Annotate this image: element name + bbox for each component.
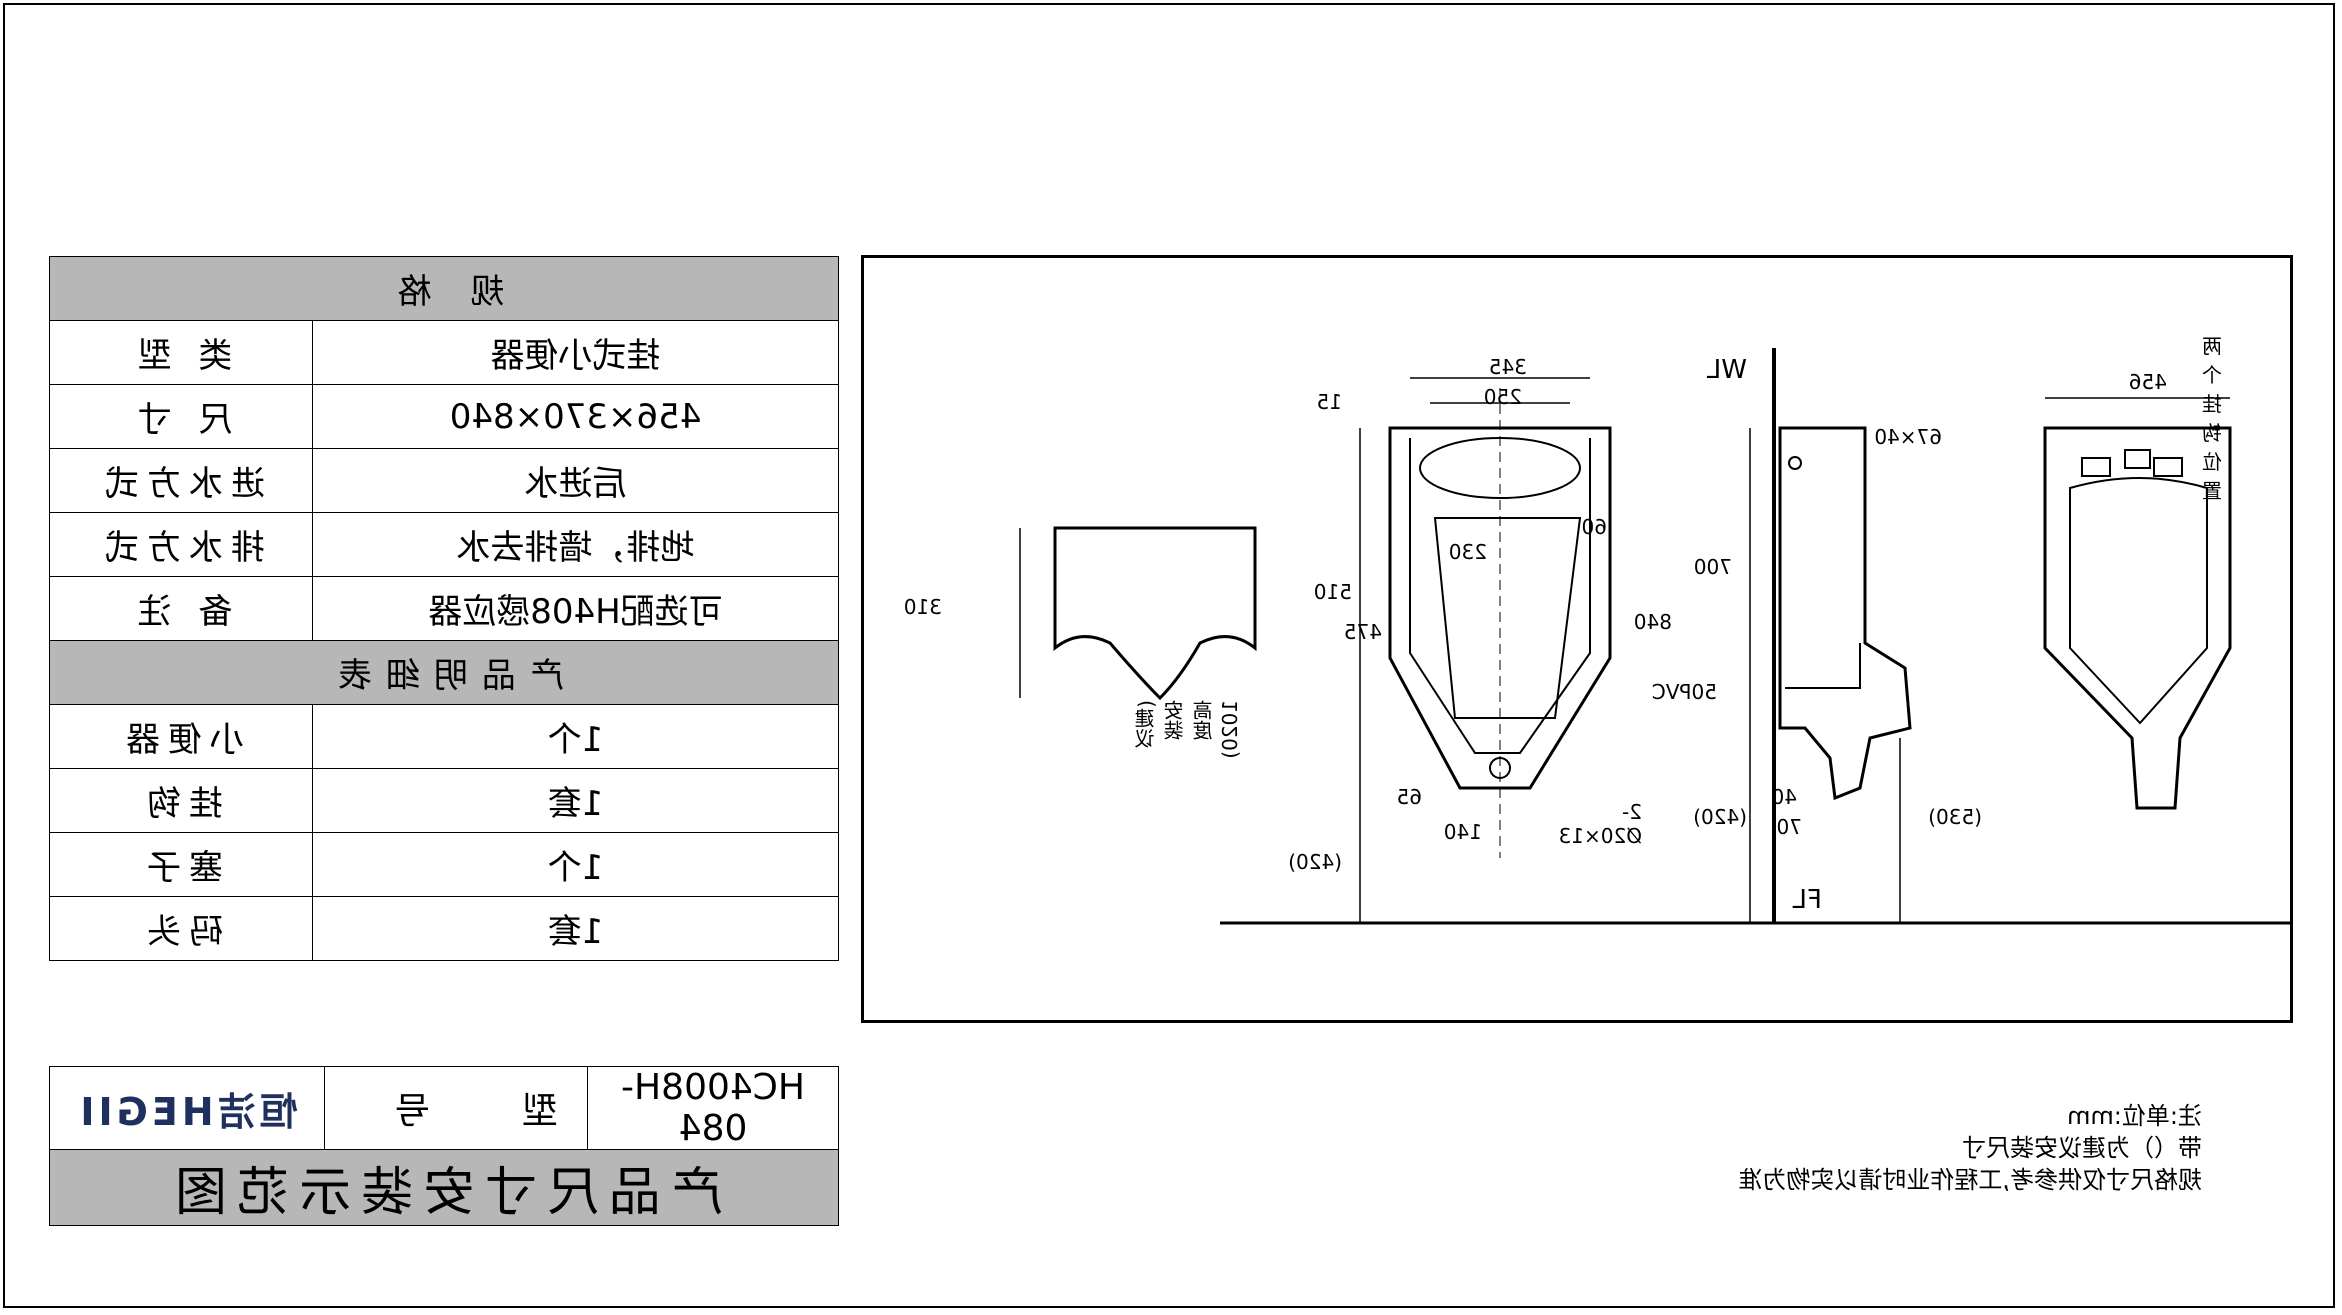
spec-label: 排水方式 (49, 512, 313, 577)
back-view (2043, 426, 2232, 810)
spec-label: 尺 寸 (49, 384, 313, 449)
model-label: 型 号 (324, 1066, 588, 1150)
dim-side-floor: (420) (1693, 805, 1747, 829)
note-install: 带（）为建议安装尺寸 (1962, 1134, 2202, 1162)
detail-label: 小便器 (49, 704, 313, 769)
detail-label: 塞子 (49, 832, 313, 897)
fl-label: FL (1792, 885, 1822, 915)
detail-label: 挂钩 (49, 768, 313, 833)
spec-value: 地排，墙排去水 (312, 512, 839, 577)
spec-label: 类 型 (49, 320, 313, 385)
detail-value: 1套 (312, 896, 839, 961)
dim-hole-offset: 60 (1581, 515, 1607, 539)
spec-value: 后进水 (312, 448, 839, 513)
detail-value: 1套 (312, 768, 839, 833)
detail-label: 码头 (49, 896, 313, 961)
dim-inner-height: 510 (1313, 580, 1352, 604)
dim-outlet-diam: 65 (1396, 785, 1422, 809)
page-frame (3, 3, 2335, 1308)
dim-outer-width: 345 (1488, 355, 1527, 379)
brand-text: 恒洁HEGII (76, 1089, 298, 1134)
dim-rim: 15 (1316, 390, 1342, 414)
technical-drawing (1019, 348, 2290, 925)
dim-side-inlet: 50PVC (1651, 680, 1717, 704)
detail-value: 1个 (312, 832, 839, 897)
dim-hooks-label: 两个挂钩位置 (2202, 334, 2222, 503)
brand-logo: 恒洁HEGII (49, 1066, 325, 1150)
dim-side-top: 700 (1693, 555, 1732, 579)
spec-label: 进水方式 (49, 448, 313, 513)
dim-top-depth: 310 (903, 595, 942, 619)
dim-back-width: 456 (2128, 370, 2167, 394)
spec-header: 规 格 (49, 256, 839, 321)
spec-value: 挂式小便器 (312, 320, 839, 385)
dim-bowl-height: 475 (1343, 620, 1382, 644)
spec-label: 备 注 (49, 576, 313, 641)
dim-hole-spacing: 230 (1448, 540, 1487, 564)
dim-height: 840 (1633, 610, 1672, 634)
note-unit: 注:单位:mm (2067, 1102, 2202, 1130)
dimension-lines (1019, 377, 2230, 923)
dim-back-floor: (530) (1928, 805, 1982, 829)
detail-header: 产品明细表 (49, 640, 839, 705)
side-view (1778, 426, 1912, 801)
front-view (1388, 388, 1612, 858)
top-view (1053, 526, 1257, 701)
spec-value: 可选配H408感应器 (312, 576, 839, 641)
dim-side-70: 70 (1776, 815, 1802, 839)
dim-side-40: 40 (1771, 785, 1797, 809)
wl-label: WL (1706, 355, 1747, 385)
dim-install-height: (建议安装高度1020) (1134, 700, 1242, 759)
dim-inner-width: 250 (1483, 385, 1522, 409)
model-value: HC4008H-084 (587, 1066, 839, 1150)
drawing-frame (861, 255, 2293, 1023)
spec-value: 456×370×840 (312, 384, 839, 449)
note-disclaimer: 规格尺寸仅供参考,工程作业时请以实物为准 (1738, 1166, 2202, 1194)
dim-outlet: 140 (1443, 820, 1482, 844)
notes: 注:单位:mm 带（）为建议安装尺寸 规格尺寸仅供参考,工程作业时请以实物为准 (1738, 1100, 2202, 1196)
dim-slot: 2-Ø20×13 (1558, 800, 1642, 848)
drawing-title: 产品尺寸安装示范图 (49, 1149, 839, 1226)
detail-value: 1个 (312, 704, 839, 769)
dim-front-floor: (420) (1288, 850, 1342, 874)
dim-hook: 67×40 (1874, 425, 1942, 449)
title-block: HC4008H-084 型 号 恒洁HEGII 产品尺寸安装示范图 (49, 1066, 839, 1226)
